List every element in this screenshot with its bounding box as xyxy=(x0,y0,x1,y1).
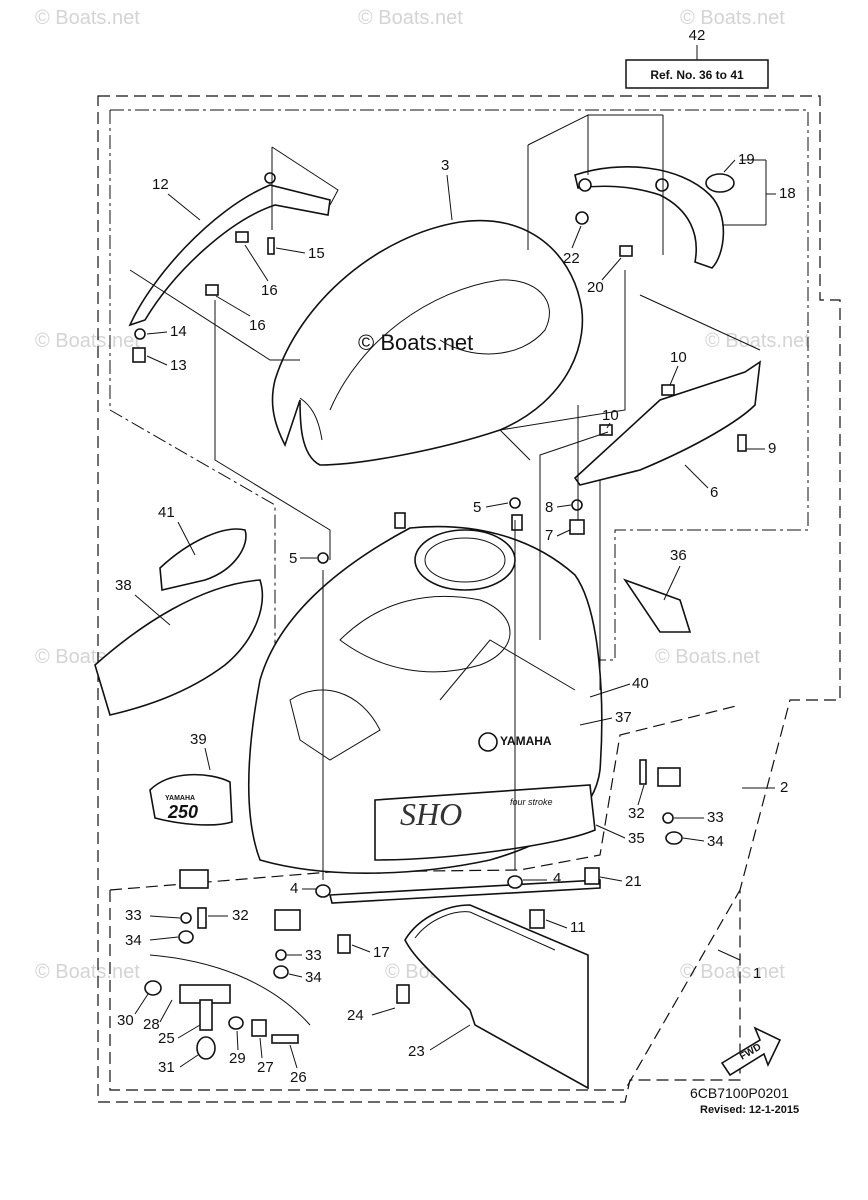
callout-5-right: 5 xyxy=(473,499,481,516)
callout-10-top: 10 xyxy=(670,349,687,366)
callout-36: 36 xyxy=(670,547,687,564)
ref-box-text: Ref. No. 36 to 41 xyxy=(650,68,744,82)
callout-12: 12 xyxy=(152,176,169,193)
diagram-code: 6CB7100P0201 xyxy=(690,1085,789,1101)
cowling-brand-decal: YAMAHA SHO four stroke xyxy=(400,732,553,832)
callout-15: 15 xyxy=(308,245,325,262)
callout-20: 20 xyxy=(587,279,604,296)
reference-box: 42 Ref. No. 36 to 41 xyxy=(625,27,769,89)
callout-17: 17 xyxy=(373,944,390,961)
callout-11: 11 xyxy=(570,919,586,936)
callout-19: 19 xyxy=(738,151,755,168)
assembly-frames xyxy=(97,95,841,1103)
watermark-top-center: © Boats.net xyxy=(358,7,463,29)
right-rail-part-18 xyxy=(574,166,735,269)
callout-22: 22 xyxy=(563,250,580,267)
callout-34-left: 34 xyxy=(125,932,142,949)
callout-4-left: 4 xyxy=(290,880,298,897)
watermark-lower-right: © Boats.net xyxy=(655,646,760,668)
cowling-watermark: © Boats.net xyxy=(358,330,473,355)
callout-13: 13 xyxy=(170,357,187,374)
top-cowling-part-3: © Boats.net xyxy=(271,219,584,466)
callout-29: 29 xyxy=(229,1050,246,1067)
callout-33-middle: 33 xyxy=(305,947,322,964)
callout-16-bottom: 16 xyxy=(249,317,266,334)
decal-part-36 xyxy=(622,578,692,633)
watermark-mid-left: © Boats.net xyxy=(35,330,140,352)
callout-10-bottom: 10 xyxy=(602,407,619,424)
callout-9: 9 xyxy=(768,440,776,457)
fwd-arrow-icon: FWD xyxy=(720,1026,782,1077)
front-piece-part-6 xyxy=(573,360,761,486)
callout-37: 37 xyxy=(615,709,632,726)
lower-shield-part-23 xyxy=(404,904,589,1090)
callout-6: 6 xyxy=(710,484,718,501)
callout-7: 7 xyxy=(545,527,553,544)
callout-41: 41 xyxy=(158,504,175,521)
callout-18: 18 xyxy=(779,185,796,202)
decals: YAMAHA 250 xyxy=(94,528,692,826)
callout-30: 30 xyxy=(117,1012,134,1029)
callout-23: 23 xyxy=(408,1043,425,1060)
callout-4-right: 4 xyxy=(553,870,561,887)
cowling-brand-text: YAMAHA xyxy=(500,734,552,748)
callout-34-right: 34 xyxy=(707,833,724,850)
callout-33-left: 33 xyxy=(125,907,142,924)
connector-lines xyxy=(129,114,761,880)
callout-31: 31 xyxy=(158,1059,175,1076)
callout-25: 25 xyxy=(158,1030,175,1047)
decal-part-41 xyxy=(159,528,247,591)
watermark-mid-right: © Boats.net xyxy=(705,330,810,352)
decal-39-model-text: 250 xyxy=(167,802,198,822)
watermark-top-right: © Boats.net xyxy=(680,7,785,29)
decal-part-39: YAMAHA 250 xyxy=(149,773,233,826)
lever-assembly xyxy=(144,869,311,1060)
bottom-cowling-part-2: YAMAHA SHO four stroke xyxy=(247,512,603,874)
decal-39-brand-text: YAMAHA xyxy=(165,795,195,802)
cowling-four-stroke-text: four stroke xyxy=(510,797,553,807)
callout-27: 27 xyxy=(257,1059,274,1076)
callout-32-right: 32 xyxy=(628,805,645,822)
callout-21: 21 xyxy=(625,873,642,890)
callout-32-left: 32 xyxy=(232,907,249,924)
callout-28: 28 xyxy=(143,1016,160,1033)
callout-24: 24 xyxy=(347,1007,364,1024)
callout-34-middle: 34 xyxy=(305,969,322,986)
cowling-sho-text: SHO xyxy=(400,796,462,832)
callout-2: 2 xyxy=(780,779,788,796)
callout-40: 40 xyxy=(632,675,649,692)
callout-3: 3 xyxy=(441,157,449,174)
left-rail-part-12 xyxy=(128,172,331,327)
callout-33-right: 33 xyxy=(707,809,724,826)
callout-39: 39 xyxy=(190,731,207,748)
watermark-top-left: © Boats.net xyxy=(35,7,140,29)
fasteners xyxy=(132,211,747,1004)
callout-16-top: 16 xyxy=(261,282,278,299)
revision-date: Revised: 12-1-2015 xyxy=(700,1104,799,1116)
callout-14: 14 xyxy=(170,323,187,340)
callout-35: 35 xyxy=(628,830,645,847)
decal-part-38 xyxy=(94,579,264,716)
callout-38: 38 xyxy=(115,577,132,594)
callouts: 1 2 3 4 4 5 5 6 7 8 9 10 10 11 12 13 14 xyxy=(115,151,796,1086)
watermark-bottom-left: © Boats.net xyxy=(35,961,140,983)
watermark-bottom-right: © Boats.net xyxy=(680,961,785,983)
ref-box-frame xyxy=(625,59,769,89)
footer: 6CB7100P0201 Revised: 12-1-2015 xyxy=(690,1085,799,1116)
callout-5-left: 5 xyxy=(289,550,297,567)
callout-1: 1 xyxy=(753,965,761,982)
callout-8: 8 xyxy=(545,499,553,516)
ref-number-label: 42 xyxy=(689,27,706,44)
callout-26: 26 xyxy=(290,1069,307,1086)
